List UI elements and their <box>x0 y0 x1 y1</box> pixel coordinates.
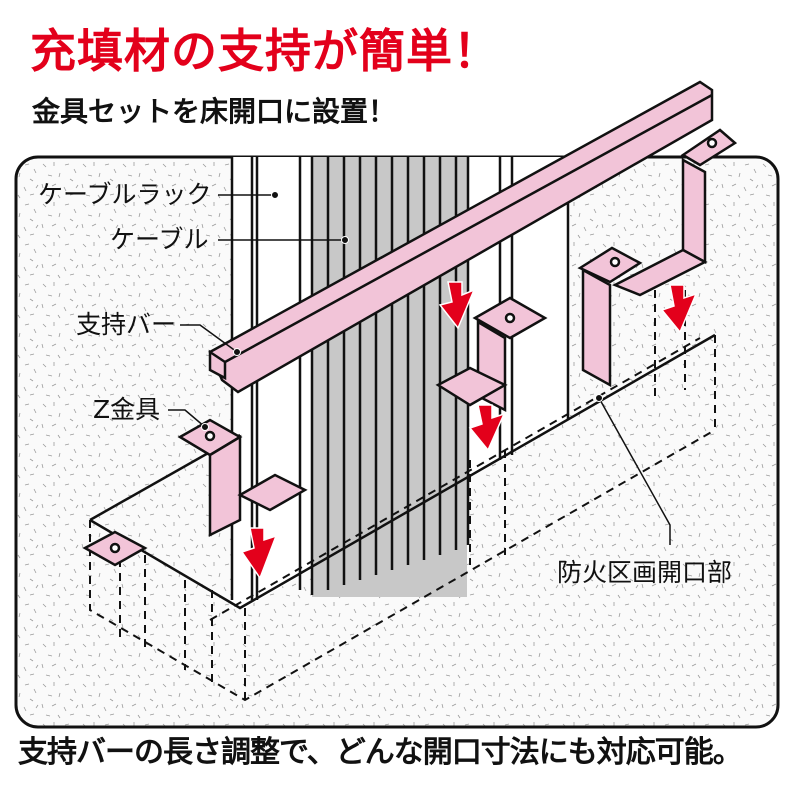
label-z-bracket: Z金具 <box>93 395 161 424</box>
headline: 充填材の支持が簡単！ <box>30 24 500 78</box>
label-cable-rack: ケーブルラック <box>38 180 212 209</box>
arrow-down-icon <box>240 527 278 580</box>
label-support-bar: 支持バー <box>76 310 177 339</box>
arrow-down-icon <box>438 281 476 330</box>
label-fire-compartment-opening: 防火区画開口部 <box>557 558 733 587</box>
subheadline: 金具セットを床開口に設置！ <box>32 95 397 128</box>
support-bar <box>208 80 714 394</box>
footer-caption: 支持バーの長さ調整で、どんな開口寸法にも対応可能。 <box>18 735 743 770</box>
arrow-down-icon <box>660 284 698 334</box>
z-brackets <box>82 128 738 567</box>
label-cable: ケーブル <box>110 225 209 254</box>
arrow-down-icon <box>468 404 506 452</box>
down-arrows <box>240 281 698 580</box>
